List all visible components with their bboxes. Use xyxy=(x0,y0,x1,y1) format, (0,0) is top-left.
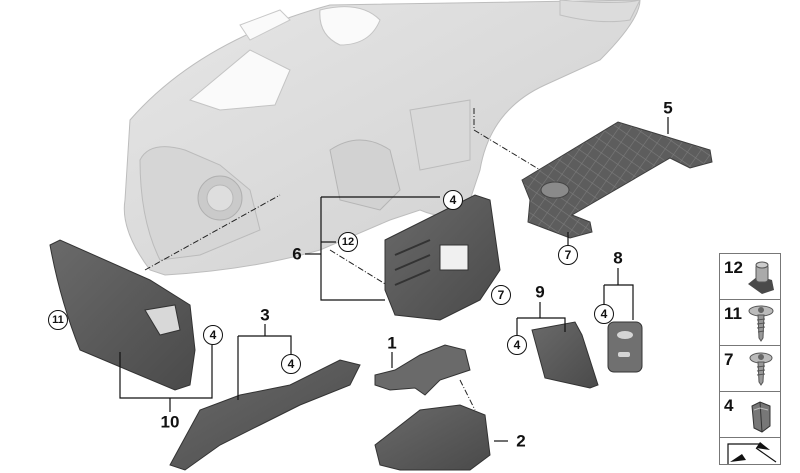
legend-number: 7 xyxy=(724,350,734,369)
legend-number: 4 xyxy=(724,396,734,415)
callout-circle-4: 4 xyxy=(507,335,527,355)
legend-number: 12 xyxy=(724,258,743,277)
legend-item-7[interactable]: 7 xyxy=(719,345,781,391)
part-5-tray xyxy=(521,121,713,239)
screw-icon xyxy=(749,352,773,386)
callout-circle-11: 11 xyxy=(48,310,68,330)
callout-label-2: 2 xyxy=(516,431,526,451)
callout-label-1: 1 xyxy=(387,333,397,353)
clip-nut-icon xyxy=(748,261,774,294)
callout-label-10: 10 xyxy=(160,412,180,432)
callout-label-9: 9 xyxy=(535,282,545,302)
arrow-nav-icon xyxy=(727,442,777,464)
callout-circle-12: 12 xyxy=(338,232,358,252)
dashboard-carrier xyxy=(123,0,641,276)
callout-circle-7: 7 xyxy=(491,285,511,305)
part-1-upper-shroud xyxy=(374,344,471,396)
callout-label-8: 8 xyxy=(613,248,623,268)
part-9-cover xyxy=(531,321,599,389)
legend-number: 11 xyxy=(724,304,742,323)
nav-arrow-button[interactable] xyxy=(719,437,781,465)
fastener-legend: 12 11 7 4 xyxy=(719,253,781,465)
part-8-switch-bezel xyxy=(607,321,643,373)
legend-item-4[interactable]: 4 xyxy=(719,391,781,437)
callout-brackets xyxy=(119,117,669,442)
callout-label-5: 5 xyxy=(663,98,673,118)
callout-circle-4: 4 xyxy=(281,354,301,374)
part-6-bracket xyxy=(384,194,501,321)
legend-item-12[interactable]: 12 xyxy=(719,253,781,299)
part-10-glovebox-trim xyxy=(49,239,196,391)
part-3-knee-trim xyxy=(169,359,361,471)
callout-label-6: 6 xyxy=(292,244,302,264)
part-2-lower-shroud xyxy=(374,404,491,471)
screw-icon xyxy=(748,305,774,342)
legend-item-11[interactable]: 11 xyxy=(719,299,781,345)
spring-clip-icon xyxy=(751,401,771,433)
callout-label-3: 3 xyxy=(260,305,270,325)
callout-circle-7: 7 xyxy=(558,245,578,265)
callout-circle-4: 4 xyxy=(443,190,463,210)
callout-circle-4: 4 xyxy=(594,304,614,324)
callout-circle-4: 4 xyxy=(203,325,223,345)
